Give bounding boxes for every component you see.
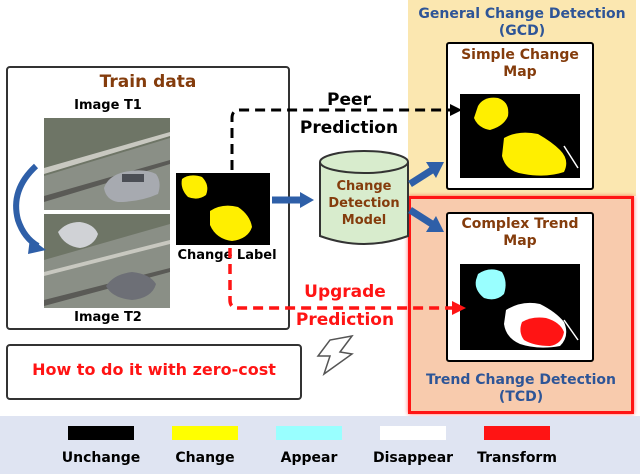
- legend-swatch-disappear: [380, 426, 446, 440]
- model-label: Change Detection Model: [318, 178, 410, 229]
- change-label-map: [176, 173, 270, 245]
- peer-prediction-arrowhead: [450, 104, 462, 116]
- peer-label-line1: Peer: [327, 90, 371, 110]
- legend-label-change: Change: [175, 450, 235, 466]
- model-label-line3: Model: [341, 213, 387, 228]
- model-to-gcd-arrowhead: [426, 162, 444, 178]
- image-t2-photo: [44, 214, 170, 308]
- tcd-title-line1: Trend Change Detection: [426, 372, 616, 388]
- photo1-car: [104, 170, 160, 202]
- photo2-lane-line: [44, 240, 170, 276]
- complex-map-appear-region: [475, 269, 506, 300]
- legend-bar: [0, 416, 640, 474]
- legend-swatch-change: [172, 426, 238, 440]
- legend-label-transform: Transform: [477, 450, 557, 466]
- zero-cost-question-text: How to do it with zero-cost: [32, 360, 276, 379]
- legend-swatch-unchange: [68, 426, 134, 440]
- simple-map-region-1: [474, 97, 509, 130]
- gcd-title: General Change Detection (GCD): [408, 6, 636, 40]
- legend-label-unchange: Unchange: [61, 450, 141, 466]
- model-to-tcd-arrowhead: [426, 216, 444, 232]
- zero-cost-question-box: [6, 344, 302, 400]
- upgrade-prediction-label: Upgrade Prediction: [286, 278, 404, 334]
- gcd-title-line1: General Change Detection: [418, 6, 626, 22]
- photo2-car-white: [58, 222, 98, 248]
- photo1-lane-line: [44, 132, 170, 174]
- simple-change-map-image: [460, 94, 580, 178]
- image-t1-label: Image T1: [74, 98, 142, 113]
- peer-label-line2: Prediction: [299, 118, 399, 138]
- complex-map-title-line2: Map: [503, 233, 537, 249]
- legend-swatch-transform: [484, 426, 550, 440]
- change-label-text: Change Label: [177, 248, 277, 263]
- upgrade-label-line1: Upgrade: [304, 282, 386, 302]
- label-to-model-arrowhead: [300, 192, 314, 208]
- photo2-car-dark: [106, 272, 156, 300]
- simple-change-map-title: Simple Change Map: [446, 47, 594, 81]
- temporal-arrow-head: [28, 238, 46, 254]
- complex-map-line: [563, 319, 579, 341]
- image-t1-photo: [44, 118, 170, 210]
- zigzag-arrow: [316, 334, 354, 376]
- tcd-title: Trend Change Detection (TCD): [408, 372, 634, 406]
- train-data-title: Train data: [99, 72, 197, 92]
- complex-map-title-line1: Complex Trend: [461, 216, 579, 232]
- model-label-line1: Change: [336, 179, 392, 194]
- peer-prediction-label: Peer Prediction: [290, 86, 408, 142]
- simple-map-region-2: [502, 132, 567, 176]
- peer-prediction-arrow: [230, 108, 454, 170]
- simple-map-line: [563, 145, 579, 169]
- tcd-title-line2: (TCD): [498, 389, 544, 405]
- change-detection-model: [319, 150, 409, 245]
- simple-map-title-line2: Map: [503, 64, 537, 80]
- gcd-title-line2: (GCD): [498, 23, 546, 39]
- simple-map-title-line1: Simple Change: [461, 47, 579, 63]
- model-to-tcd-arrow: [408, 207, 434, 227]
- label-map-region-1: [181, 175, 208, 199]
- complex-trend-map-image: [460, 264, 580, 350]
- model-to-gcd-arrow: [408, 167, 434, 187]
- complex-trend-map-title: Complex Trend Map: [446, 216, 594, 250]
- upgrade-label-line2: Prediction: [295, 310, 395, 330]
- legend-label-appear: Appear: [280, 450, 338, 466]
- legend-swatch-appear: [276, 426, 342, 440]
- upgrade-prediction-arrow: [228, 248, 456, 310]
- upgrade-prediction-arrowhead: [452, 301, 466, 315]
- image-t2-label: Image T2: [74, 310, 142, 325]
- legend-label-disappear: Disappear: [372, 450, 454, 466]
- model-label-line2: Detection: [328, 196, 400, 211]
- model-body: [319, 162, 409, 245]
- model-top: [319, 150, 409, 174]
- complex-map-transform-region: [520, 317, 564, 346]
- label-map-region-2: [210, 205, 252, 241]
- temporal-arrow: [13, 163, 46, 254]
- photo1-car-window: [122, 174, 144, 182]
